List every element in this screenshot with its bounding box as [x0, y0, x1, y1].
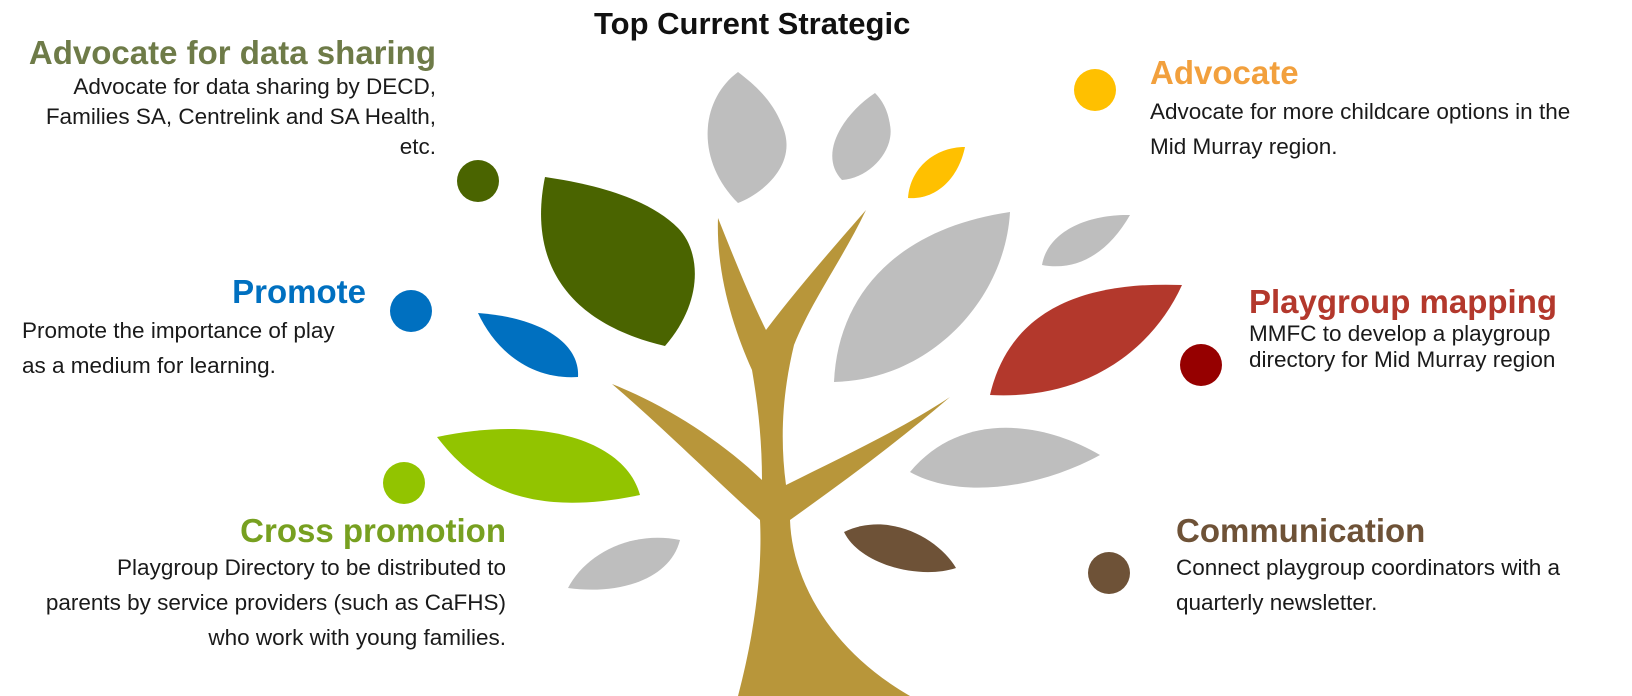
playgroup-mapping-block: Playgroup mapping MMFC to develop a play… — [1249, 283, 1629, 373]
page-title: Top Current Strategic — [594, 6, 911, 41]
gray-leaf — [832, 93, 891, 180]
promote-heading: Promote — [232, 273, 366, 310]
gray-leaf — [1042, 214, 1130, 267]
red-leaf — [990, 284, 1182, 396]
lime-leaf — [437, 429, 640, 503]
gray-leaf — [568, 537, 680, 590]
lime-dot — [383, 462, 425, 504]
blue-dot — [390, 290, 432, 332]
advocate-description: Advocate for more childcare options in t… — [1150, 99, 1571, 159]
blue-leaf — [478, 313, 579, 378]
advocate-block: Advocate Advocate for more childcare opt… — [1150, 54, 1600, 164]
tree-trunk — [612, 210, 950, 696]
cross-promotion-heading: Cross promotion — [240, 512, 506, 549]
data-sharing-block: Advocate for data sharing Advocate for d… — [6, 34, 436, 162]
gray-leaf — [707, 72, 787, 203]
olive-leaf — [541, 177, 695, 346]
promote-description-block: Promote the importance of play as a medi… — [22, 313, 342, 383]
yellow-leaf — [908, 147, 965, 199]
data-sharing-heading: Advocate for data sharing — [28, 34, 436, 71]
gray-leaf — [834, 212, 1010, 382]
gray-leaf — [910, 427, 1100, 488]
playgroup-mapping-heading: Playgroup mapping — [1249, 283, 1558, 320]
advocate-heading: Advocate — [1150, 54, 1299, 91]
cross-promotion-description: Playgroup Directory to be distributed to… — [45, 555, 506, 650]
brown-leaf — [844, 524, 956, 573]
cross-promotion-block: Cross promotion Playgroup Directory to b… — [40, 512, 506, 655]
communication-description: Connect playgroup coordinators with a qu… — [1176, 555, 1560, 615]
olive-dot — [457, 160, 499, 202]
communication-heading: Communication — [1176, 512, 1426, 549]
communication-block: Communication Connect playgroup coordina… — [1176, 512, 1626, 620]
promote-heading-block: Promote — [160, 273, 366, 311]
promote-description: Promote the importance of play as a medi… — [22, 318, 335, 378]
yellow-dot — [1074, 69, 1116, 111]
dark-red-dot — [1180, 344, 1222, 386]
brown-dot — [1088, 552, 1130, 594]
data-sharing-description: Advocate for data sharing by DECD, Famil… — [45, 74, 436, 159]
playgroup-mapping-description: MMFC to develop a playgroup directory fo… — [1249, 321, 1556, 372]
